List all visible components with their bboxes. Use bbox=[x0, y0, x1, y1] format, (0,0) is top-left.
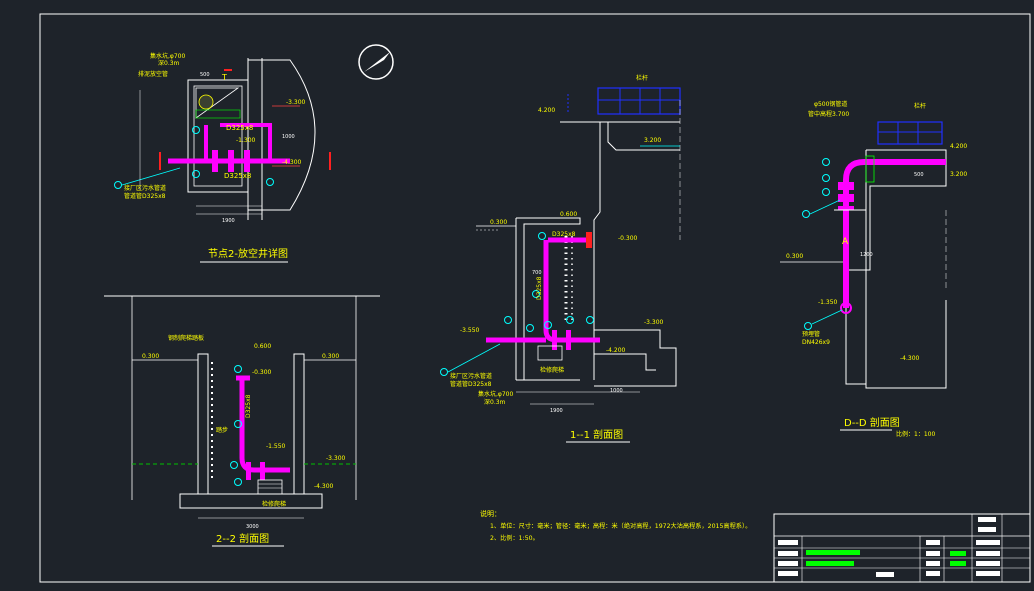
section11-well-depth: 深0.3m bbox=[484, 398, 506, 406]
node2-dim-1000: 1000 bbox=[282, 134, 295, 140]
notes-header: 说明： bbox=[480, 509, 501, 518]
section22-steel-ladder: 踏步 bbox=[216, 426, 228, 434]
node2-detail bbox=[114, 58, 331, 263]
section11-elev-4200: 4.200 bbox=[538, 107, 555, 114]
section11-railing: 栏杆 bbox=[636, 74, 648, 82]
section22-elev-m3300: -3.300 bbox=[326, 455, 346, 462]
node2-elev-3300: -3.300 bbox=[286, 99, 306, 106]
section11-elev-m3300: -3.300 bbox=[644, 319, 664, 326]
section11-dim-700: 700 bbox=[532, 270, 542, 276]
sectionDD-scale: 比例：1：100 bbox=[896, 430, 935, 438]
sectionDD-elev-m1350: -1.350 bbox=[818, 299, 838, 306]
section11-pipe-v: D325x8 bbox=[536, 276, 543, 300]
section11-elev-m4200: -4.200 bbox=[606, 347, 626, 354]
title-block bbox=[773, 513, 1031, 583]
node2-dim-500: 500 bbox=[200, 72, 210, 78]
section11-elev-0300: 0.300 bbox=[490, 219, 507, 226]
north-arrow-icon bbox=[358, 44, 394, 80]
sectionDD-elev-m4300: -4.300 bbox=[900, 355, 920, 362]
section22-drawing bbox=[104, 295, 380, 547]
section11-elev-3200: 3.200 bbox=[644, 137, 661, 144]
section11-title: 1--1 剖面图 bbox=[570, 428, 623, 441]
section22-title: 2--2 剖面图 bbox=[216, 532, 269, 545]
section11-elev-0600: 0.600 bbox=[560, 211, 577, 218]
node2-title: 节点2-放空井详图 bbox=[208, 247, 288, 260]
sectionDD-dim-1200: 1200 bbox=[860, 252, 873, 258]
sectionDD-arrow-a: A bbox=[842, 237, 849, 247]
sectionDD-elev-4200: 4.200 bbox=[950, 143, 967, 150]
section22-elev-0300a: 0.300 bbox=[142, 353, 159, 360]
section11-elev-m3550: -3.550 bbox=[460, 327, 480, 334]
section11-dim-1900: 1900 bbox=[550, 408, 563, 414]
section22-dim-3000: 3000 bbox=[246, 524, 259, 530]
notes-line2: 2、比例：1:50。 bbox=[490, 534, 539, 542]
section22-elev-m4300: -4.300 bbox=[314, 483, 334, 490]
node2-conn-note2: 管道管D325x8 bbox=[124, 192, 166, 200]
sectionDD-railing: 栏杆 bbox=[914, 102, 926, 110]
drawing-frame bbox=[39, 13, 1031, 583]
node2-manhole-note: 集水坑,φ700 bbox=[150, 52, 186, 60]
node2-conn-note: 接厂区污水管道 bbox=[124, 184, 166, 192]
section11-drawing bbox=[440, 87, 681, 443]
section22-elev-0600: 0.600 bbox=[254, 343, 271, 350]
sectionDD-drawing bbox=[780, 121, 947, 431]
sectionDD-elev-3200: 3.200 bbox=[950, 171, 967, 178]
section11-elev-m0300: -0.300 bbox=[618, 235, 638, 242]
node2-elev-4300: -4.300 bbox=[282, 159, 302, 166]
section11-well-note: 集水坑,φ700 bbox=[478, 390, 514, 398]
sectionDD-pipe-bottom: 预埋管 bbox=[802, 330, 820, 338]
node2-drain-note: 排泥放空管 bbox=[138, 70, 168, 78]
section22-ladder-note: 钢制爬梯踏板 bbox=[168, 334, 204, 342]
node2-elev-1300: -1.300 bbox=[236, 137, 256, 144]
sectionDD-elev-0300: 0.300 bbox=[786, 253, 803, 260]
section11-conn-note: 接厂区污水管道 bbox=[450, 372, 492, 380]
node2-manhole-depth: 深0.3m bbox=[158, 59, 180, 67]
sectionDD-dim-500: 500 bbox=[914, 172, 924, 178]
node2-section-t1: T bbox=[221, 73, 227, 82]
section22-elev-m0300: -0.300 bbox=[252, 369, 272, 376]
node2-dim-1900: 1900 bbox=[222, 218, 235, 224]
section11-conn-note2: 管道管D325x8 bbox=[450, 380, 492, 388]
sectionDD-pipe-label: φ500钢管道 bbox=[814, 100, 847, 108]
section22-pipe-label: D325x8 bbox=[245, 394, 252, 418]
node2-pipe-label: D325x8 bbox=[226, 124, 253, 132]
sectionDD-pipe-size: DN426x9 bbox=[802, 339, 830, 346]
section22-inspection: 检修爬梯 bbox=[262, 500, 286, 508]
section22-elev-0300b: 0.300 bbox=[322, 353, 339, 360]
node2-pipe-label-b: D325x8 bbox=[224, 172, 251, 180]
section11-inspection: 检修爬梯 bbox=[540, 366, 564, 374]
section11-pipe-h: D325x8 bbox=[552, 231, 576, 238]
section11-dim-1000: 1000 bbox=[610, 388, 623, 394]
notes-line1: 1、单位：尺寸：毫米；管径：毫米；高程：米（绝对高程，1972大沽高程系，201… bbox=[490, 522, 751, 530]
sectionDD-title: D--D 剖面图 bbox=[844, 416, 900, 429]
section22-elev-m1550: -1.550 bbox=[266, 443, 286, 450]
sectionDD-pipe-top: 管中高程3.700 bbox=[808, 110, 849, 118]
